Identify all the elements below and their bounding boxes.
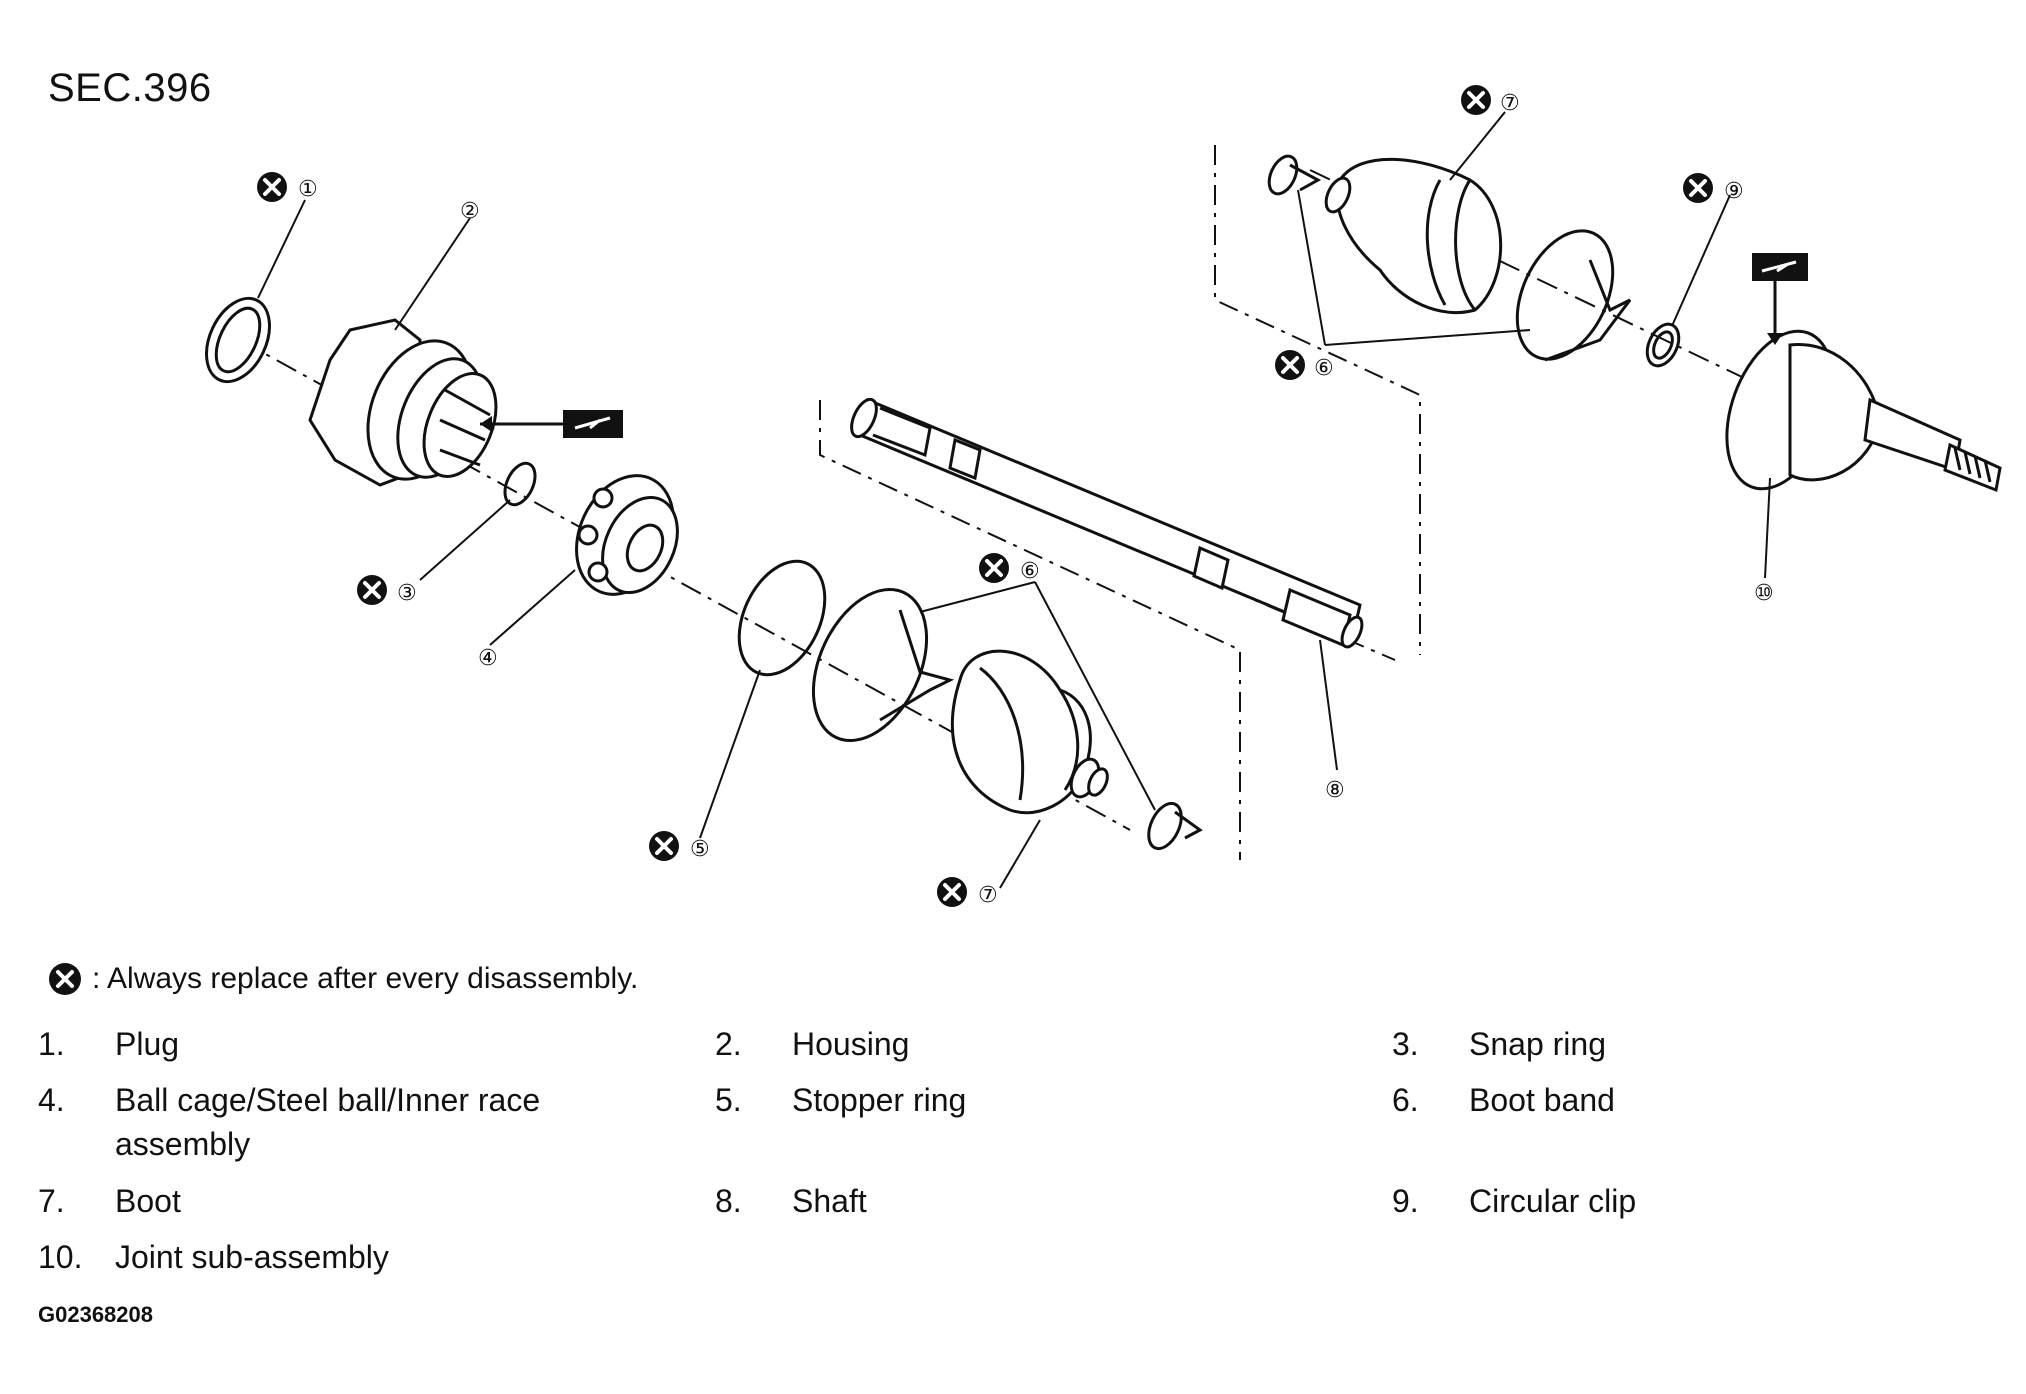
callout-9: ⑨ bbox=[1724, 179, 1744, 204]
callout-10: ⑩ bbox=[1754, 581, 1774, 606]
legend-label: Boot bbox=[115, 1183, 181, 1219]
housing-part bbox=[308, 318, 498, 487]
joint-sub-assembly-part bbox=[1725, 329, 2002, 493]
boot-part-left bbox=[950, 649, 1109, 815]
callout-numbers: ① ② ③ ④ ⑤ ⑥ ⑦ ⑧ ⑦ ⑥ ⑨ ⑩ bbox=[298, 91, 1774, 908]
legend-label: Ball cage/Steel ball/Inner race bbox=[115, 1082, 541, 1118]
callout-7b: ⑦ bbox=[1500, 91, 1520, 116]
callout-4: ④ bbox=[478, 646, 498, 671]
legend-number: 1. bbox=[38, 1026, 65, 1062]
legend-number: 3. bbox=[1392, 1026, 1419, 1062]
section-title: SEC.396 bbox=[48, 66, 212, 110]
legend-number: 6. bbox=[1392, 1082, 1419, 1118]
replace-note: : Always replace after every disassembly… bbox=[48, 962, 638, 996]
ball-cage-part bbox=[575, 474, 679, 596]
plug-part bbox=[205, 296, 271, 384]
shaft-part bbox=[850, 397, 1364, 649]
legend-number: 5. bbox=[715, 1082, 742, 1118]
boot-band-small-right bbox=[1267, 154, 1322, 196]
callout-8: ⑧ bbox=[1325, 778, 1345, 803]
circular-clip-part bbox=[1645, 322, 1681, 368]
stopper-ring-part bbox=[737, 559, 827, 677]
legend-label: Boot band bbox=[1469, 1082, 1615, 1118]
legend-number: 7. bbox=[38, 1183, 65, 1219]
leader-lines bbox=[257, 111, 1771, 889]
legend-label-line-2: assembly bbox=[115, 1126, 251, 1162]
legend-number: 2. bbox=[715, 1026, 742, 1062]
legend-label: Shaft bbox=[792, 1183, 867, 1219]
boot-band-part-right bbox=[1515, 229, 1632, 362]
callout-3: ③ bbox=[397, 581, 417, 606]
callout-6b: ⑥ bbox=[1314, 356, 1334, 381]
legend-number: 4. bbox=[38, 1082, 65, 1118]
legend-label: Joint sub-assembly bbox=[115, 1239, 389, 1275]
exploded-view-diagram: ① ② ③ ④ ⑤ ⑥ ⑦ ⑧ ⑦ ⑥ ⑨ ⑩ bbox=[205, 83, 2002, 909]
figure-code: G02368208 bbox=[38, 1302, 153, 1327]
callout-2: ② bbox=[460, 199, 480, 224]
snap-ring-part bbox=[503, 461, 537, 507]
legend-number: 9. bbox=[1392, 1183, 1419, 1219]
legend-label: Plug bbox=[115, 1026, 180, 1062]
boot-kit-frame-left bbox=[819, 145, 1421, 860]
lubricate-marker-left bbox=[480, 410, 623, 438]
legend-label: Housing bbox=[792, 1026, 910, 1062]
legend-number: 8. bbox=[715, 1183, 742, 1219]
boot-band-small-left bbox=[1147, 801, 1203, 851]
callout-6a: ⑥ bbox=[1020, 559, 1040, 584]
callout-5: ⑤ bbox=[690, 837, 710, 862]
legend-label: Stopper ring bbox=[792, 1082, 967, 1118]
legend-number: 10. bbox=[38, 1239, 83, 1275]
x-circle-icon bbox=[49, 963, 81, 995]
replace-note-text: : Always replace after every disassembly… bbox=[92, 962, 639, 995]
callout-7a: ⑦ bbox=[978, 883, 998, 908]
callout-1: ① bbox=[298, 177, 318, 202]
lubricate-marker-right bbox=[1752, 253, 1808, 345]
boot-part-right bbox=[1324, 157, 1503, 315]
legend-label: Circular clip bbox=[1469, 1183, 1637, 1219]
boot-band-part-left bbox=[811, 587, 955, 743]
legend-label: Snap ring bbox=[1469, 1026, 1606, 1062]
